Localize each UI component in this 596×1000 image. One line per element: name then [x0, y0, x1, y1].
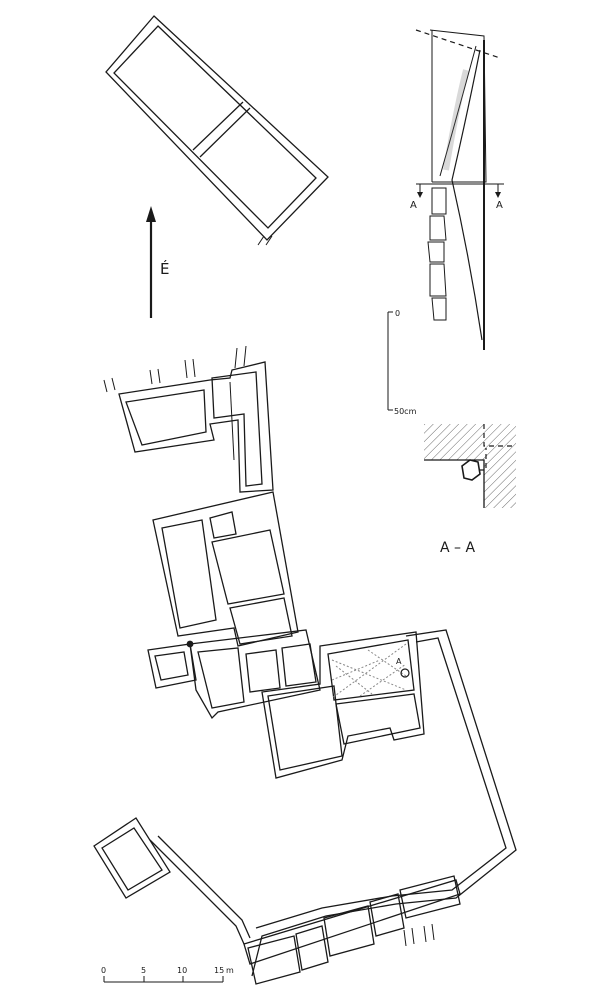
- section-aa: A – A: [424, 424, 516, 556]
- section-mark-right: A: [496, 200, 503, 211]
- scale-tick-10: 10: [177, 966, 187, 975]
- scale-bar: 0 5 10 15 m: [101, 966, 234, 983]
- scale-tick-5: 5: [141, 966, 146, 975]
- scale-tick-15: 15: [214, 966, 224, 975]
- detail-scale-bottom: 50cm: [394, 407, 417, 416]
- north-arrow: É: [146, 206, 169, 318]
- section-title: A – A: [440, 540, 475, 556]
- detail-elevation: A A 0 50cm: [387, 29, 504, 416]
- plan-marker-label: A: [396, 657, 402, 666]
- detail-scale-top: 0: [395, 309, 400, 318]
- scale-unit: m: [226, 966, 234, 975]
- section-mark-left: A: [410, 200, 417, 211]
- scale-tick-0: 0: [101, 966, 106, 975]
- building-top-detached: [105, 15, 329, 246]
- main-complex: A: [93, 345, 517, 985]
- north-arrow-label: É: [160, 259, 169, 278]
